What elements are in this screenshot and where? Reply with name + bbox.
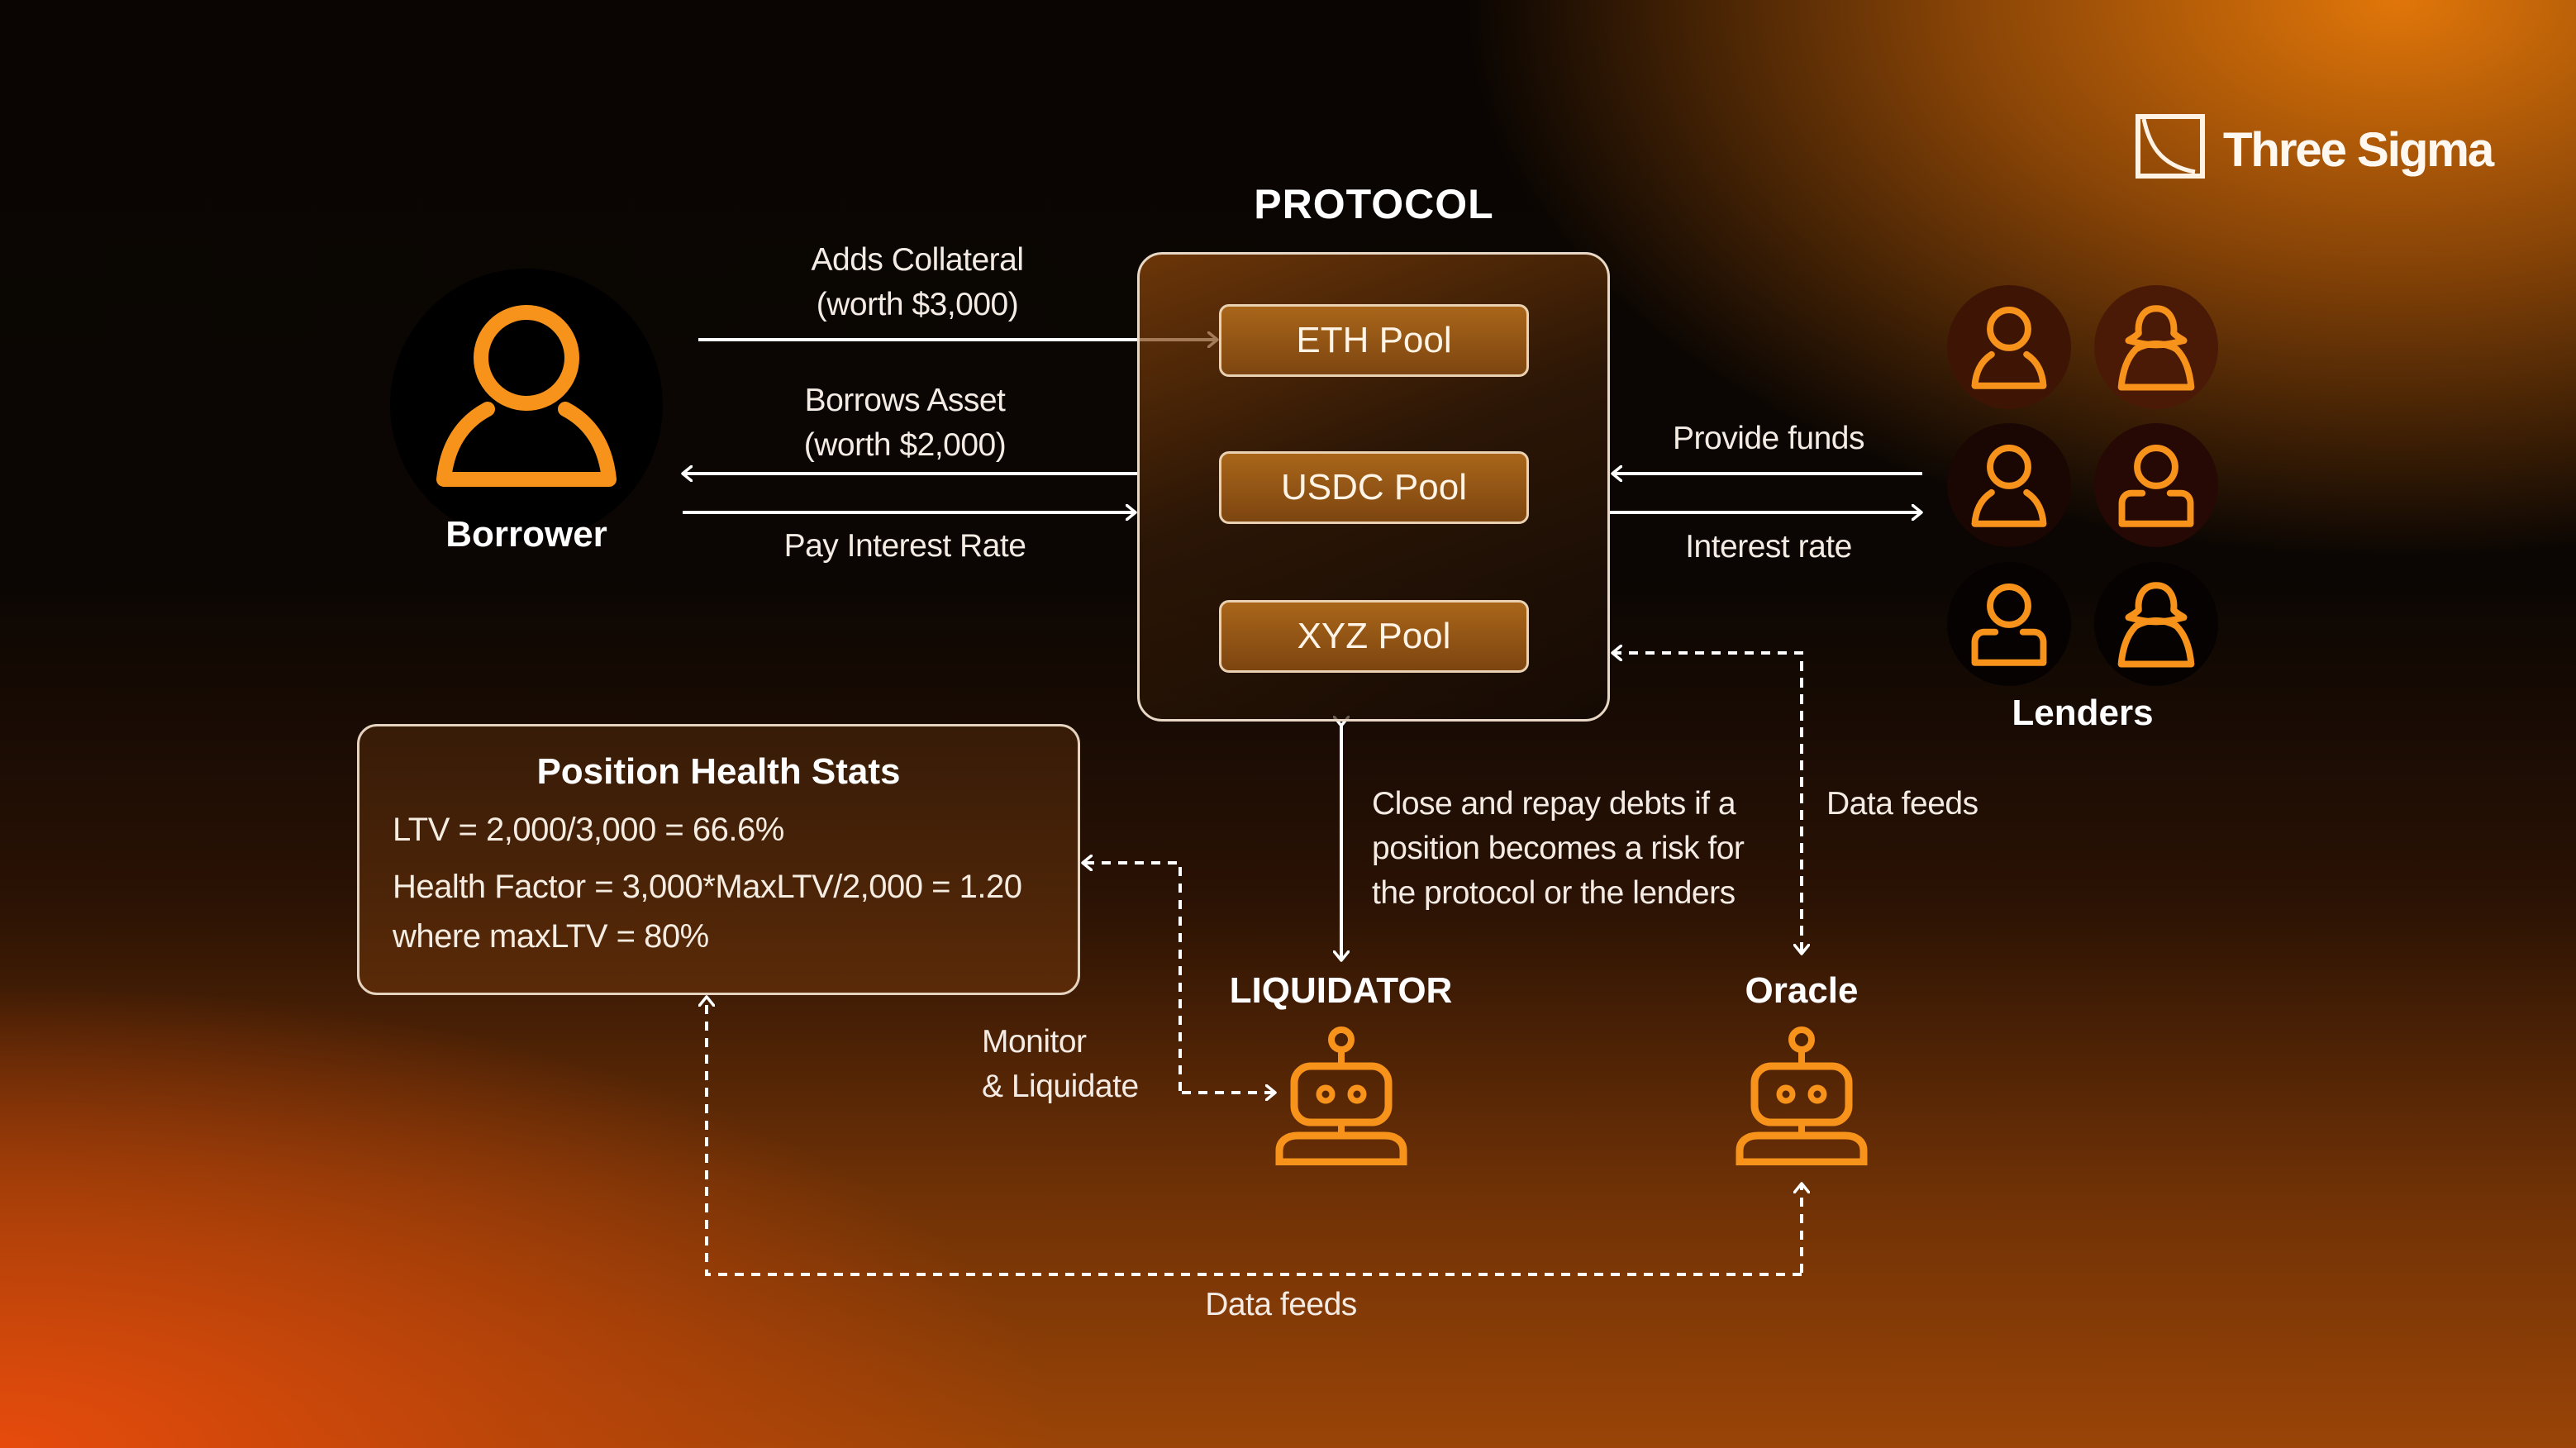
- male-user-icon-square: [1971, 583, 2047, 666]
- health-factor-line: Health Factor = 3,000*MaxLTV/2,000 = 1.2…: [393, 869, 1022, 905]
- pay-interest-label: Pay Interest Rate: [783, 528, 1026, 564]
- protocol-title: PROTOCOL: [1254, 181, 1494, 227]
- health-maxltv-line: where maxLTV = 80%: [393, 918, 709, 955]
- borrows-asset-line1: Borrows Asset: [804, 383, 1006, 418]
- monitor-line2: & Liquidate: [982, 1069, 1139, 1104]
- pool-usdc[interactable]: USDC Pool: [1219, 451, 1529, 524]
- lender-avatar[interactable]: [1947, 285, 2071, 409]
- adds-collateral-label: Adds Collateral (worth $3,000): [769, 238, 1066, 327]
- robot-icon: [1275, 1026, 1407, 1166]
- male-user-icon: [1971, 445, 2047, 527]
- robot-icon: [1736, 1026, 1868, 1166]
- lender-avatar[interactable]: [2094, 423, 2218, 547]
- oracle-bot[interactable]: [1735, 1025, 1869, 1166]
- liquidator-bot[interactable]: [1274, 1025, 1408, 1166]
- three-sigma-logo-icon: [2136, 114, 2205, 179]
- user-icon: [436, 305, 617, 487]
- pool-xyz[interactable]: XYZ Pool: [1219, 600, 1529, 673]
- provide-funds-label: Provide funds: [1673, 421, 1864, 456]
- lenders-label: Lenders: [2012, 693, 2154, 733]
- liquidator-action-line1: Close and repay debts if a: [1372, 786, 1736, 822]
- female-user-icon: [2117, 305, 2195, 391]
- male-user-icon: [1971, 307, 2047, 389]
- female-user-icon: [2117, 582, 2195, 668]
- liquidator-action-line3: the protocol or the lenders: [1372, 875, 1736, 911]
- borrows-asset-line2: (worth $2,000): [803, 427, 1007, 463]
- adds-collateral-line1: Adds Collateral: [811, 242, 1024, 278]
- oracle-data-feeds-label: Data feeds: [1826, 786, 1978, 822]
- liquidator-action-label: Close and repay debts if a position beco…: [1372, 782, 1785, 916]
- brand-logo: [2136, 114, 2208, 179]
- monitor-line1: Monitor: [982, 1024, 1087, 1060]
- lender-avatar[interactable]: [1947, 423, 2071, 547]
- health-ltv-line: LTV = 2,000/3,000 = 66.6%: [393, 812, 784, 848]
- interest-rate-label: Interest rate: [1685, 529, 1852, 564]
- brand-name: Three Sigma: [2223, 123, 2494, 177]
- oracle-label: Oracle: [1745, 970, 1859, 1011]
- health-stats-title: Position Health Stats: [536, 751, 901, 792]
- lender-avatar[interactable]: [2094, 285, 2218, 409]
- lender-avatar[interactable]: [1947, 562, 2071, 686]
- lender-avatar[interactable]: [2094, 562, 2218, 686]
- health-data-feeds-label: Data feeds: [1205, 1287, 1357, 1322]
- borrower-label: Borrower: [445, 514, 607, 555]
- adds-collateral-line2: (worth $3,000): [816, 287, 1019, 322]
- position-health-stats-card: Position Health Stats LTV = 2,000/3,000 …: [357, 724, 1080, 995]
- monitor-liquidate-label: Monitor & Liquidate: [982, 1020, 1172, 1109]
- borrower-avatar[interactable]: [390, 269, 663, 541]
- liquidator-action-line2: position becomes a risk for: [1372, 831, 1745, 866]
- borrows-asset-label: Borrows Asset (worth $2,000): [756, 379, 1054, 468]
- male-user-icon-square: [2118, 445, 2194, 527]
- liquidator-label: LIQUIDATOR: [1229, 970, 1453, 1011]
- dashed-arrow-oracle-health-datafeeds: [707, 997, 1802, 1276]
- pool-eth[interactable]: ETH Pool: [1219, 304, 1529, 377]
